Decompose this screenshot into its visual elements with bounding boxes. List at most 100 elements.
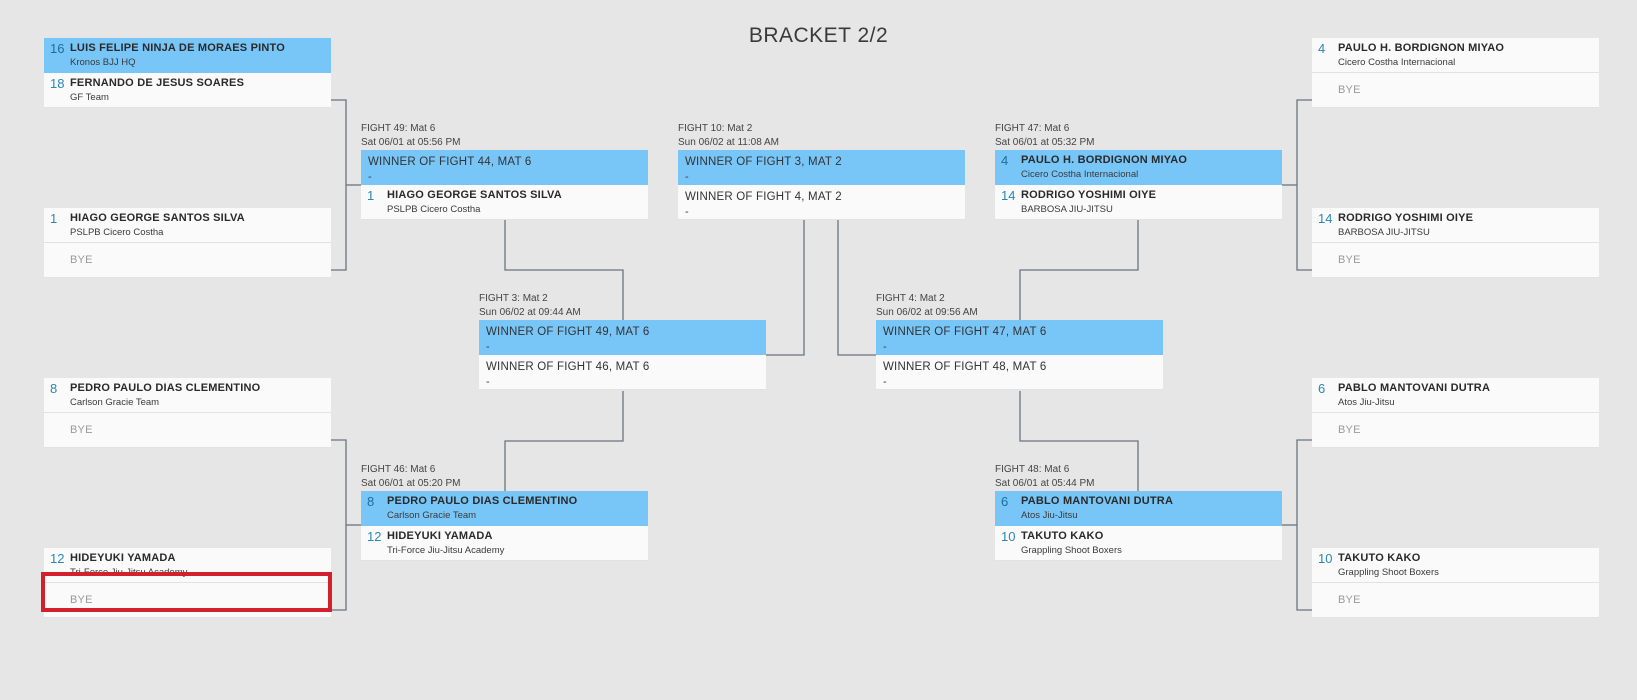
competitor-slot[interactable]: WINNER OF FIGHT 44, MAT 6- [361,150,648,185]
fight-time: Sun 06/02 at 09:44 AM [479,307,581,318]
competitor-name: RODRIGO YOSHIMI OIYE [1021,189,1157,201]
seed-number: 14 [1001,188,1016,203]
connector-line [504,391,624,491]
seed-number: 16 [50,41,65,56]
connector-line [331,99,347,271]
connector-line [1019,391,1139,491]
fight-time: Sun 06/02 at 11:08 AM [678,137,780,148]
competitor-team: - [883,341,887,353]
connector-line [331,439,347,611]
competitor-name: BYE [70,594,93,606]
competitor-team: - [685,171,689,183]
seed-number: 18 [50,76,65,91]
competitor-slot[interactable]: WINNER OF FIGHT 46, MAT 6- [479,355,766,390]
competitor-name: WINNER OF FIGHT 4, MAT 2 [685,191,842,203]
bye-slot[interactable]: BYE [44,413,331,448]
competitor-name: BYE [70,254,93,266]
competitor-name: HIAGO GEORGE SANTOS SILVA [387,189,562,201]
seed-number: 10 [1001,529,1016,544]
competitor-slot[interactable]: 1 HIAGO GEORGE SANTOS SILVA PSLPB Cicero C… [361,185,648,220]
competitor-team: Carlson Gracie Team [387,510,477,521]
fight-label: FIGHT 3: Mat 2 [479,293,548,304]
fight-time: Sat 06/01 at 05:20 PM [361,478,461,489]
bye-slot[interactable]: BYE [44,243,331,278]
competitor-name: PABLO MANTOVANI DUTRA [1338,382,1491,394]
competitor-slot[interactable]: WINNER OF FIGHT 4, MAT 2- [678,185,965,220]
competitor-team: GF Team [70,92,109,103]
competitor-name: TAKUTO KAKO [1021,530,1104,542]
competitor-name: BYE [70,424,93,436]
match-r3a[interactable]: FIGHT 3: Mat 2 Sun 06/02 at 09:44 AM WINNE… [479,292,766,390]
connector-line [504,220,624,320]
competitor-slot[interactable]: WINNER OF FIGHT 49, MAT 6- [479,320,766,355]
competitor-slot[interactable]: 10 TAKUTO KAKO Grappling Shoot Boxers [995,526,1282,561]
bye-slot[interactable]: BYE [1312,583,1599,618]
competitor-team: PSLPB Cicero Costha [387,204,481,215]
competitor-slot[interactable]: 18 FERNANDO DE JESUS SOARES GF Team [44,73,331,108]
fight-label: FIGHT 49: Mat 6 [361,123,436,134]
seed-number: 6 [1001,494,1009,509]
seed-number: 4 [1318,41,1326,56]
connector-line [766,220,805,356]
competitor-team: - [883,376,887,388]
competitor-slot[interactable]: WINNER OF FIGHT 47, MAT 6- [876,320,1163,355]
bye-slot[interactable]: BYE [1312,243,1599,278]
bye-slot[interactable]: BYE [1312,73,1599,108]
bye-slot[interactable]: BYE [1312,413,1599,448]
seed-number: 1 [367,188,375,203]
bye-slot[interactable]: BYE [44,583,331,618]
competitor-slot[interactable]: WINNER OF FIGHT 3, MAT 2- [678,150,965,185]
competitor-name: RODRIGO YOSHIMI OIYE [1338,212,1474,224]
seed-number: 10 [1318,551,1333,566]
competitor-name: FERNANDO DE JESUS SOARES [70,77,245,89]
competitor-team: BARBOSA JIU-JITSU [1338,227,1430,238]
competitor-name: HIDEYUKI YAMADA [387,530,493,542]
competitor-name: PAULO H. BORDIGNON MIYAO [1338,42,1505,54]
fight-time: Sat 06/01 at 05:44 PM [995,478,1095,489]
competitor-team: Grappling Shoot Boxers [1021,545,1122,556]
competitor-team: PSLPB Cicero Costha [70,227,164,238]
seed-number: 12 [367,529,382,544]
competitor-slot[interactable]: WINNER OF FIGHT 48, MAT 6 - [876,355,1163,390]
competitor-team: Tri-Force Jiu-Jitsu Academy [70,567,188,578]
fight-time: Sat 06/01 at 05:32 PM [995,137,1095,148]
competitor-name: LUIS FELIPE NINJA DE MORAES PINTO [70,42,286,54]
connector-line [1019,220,1139,320]
competitor-name: WINNER OF FIGHT 48, MAT 6 [883,361,1047,373]
competitor-name: WINNER OF FIGHT 49, MAT 6 [486,326,650,338]
competitor-name: BYE [1338,254,1361,266]
competitor-team: - [486,376,490,388]
connector-line [1296,439,1312,611]
